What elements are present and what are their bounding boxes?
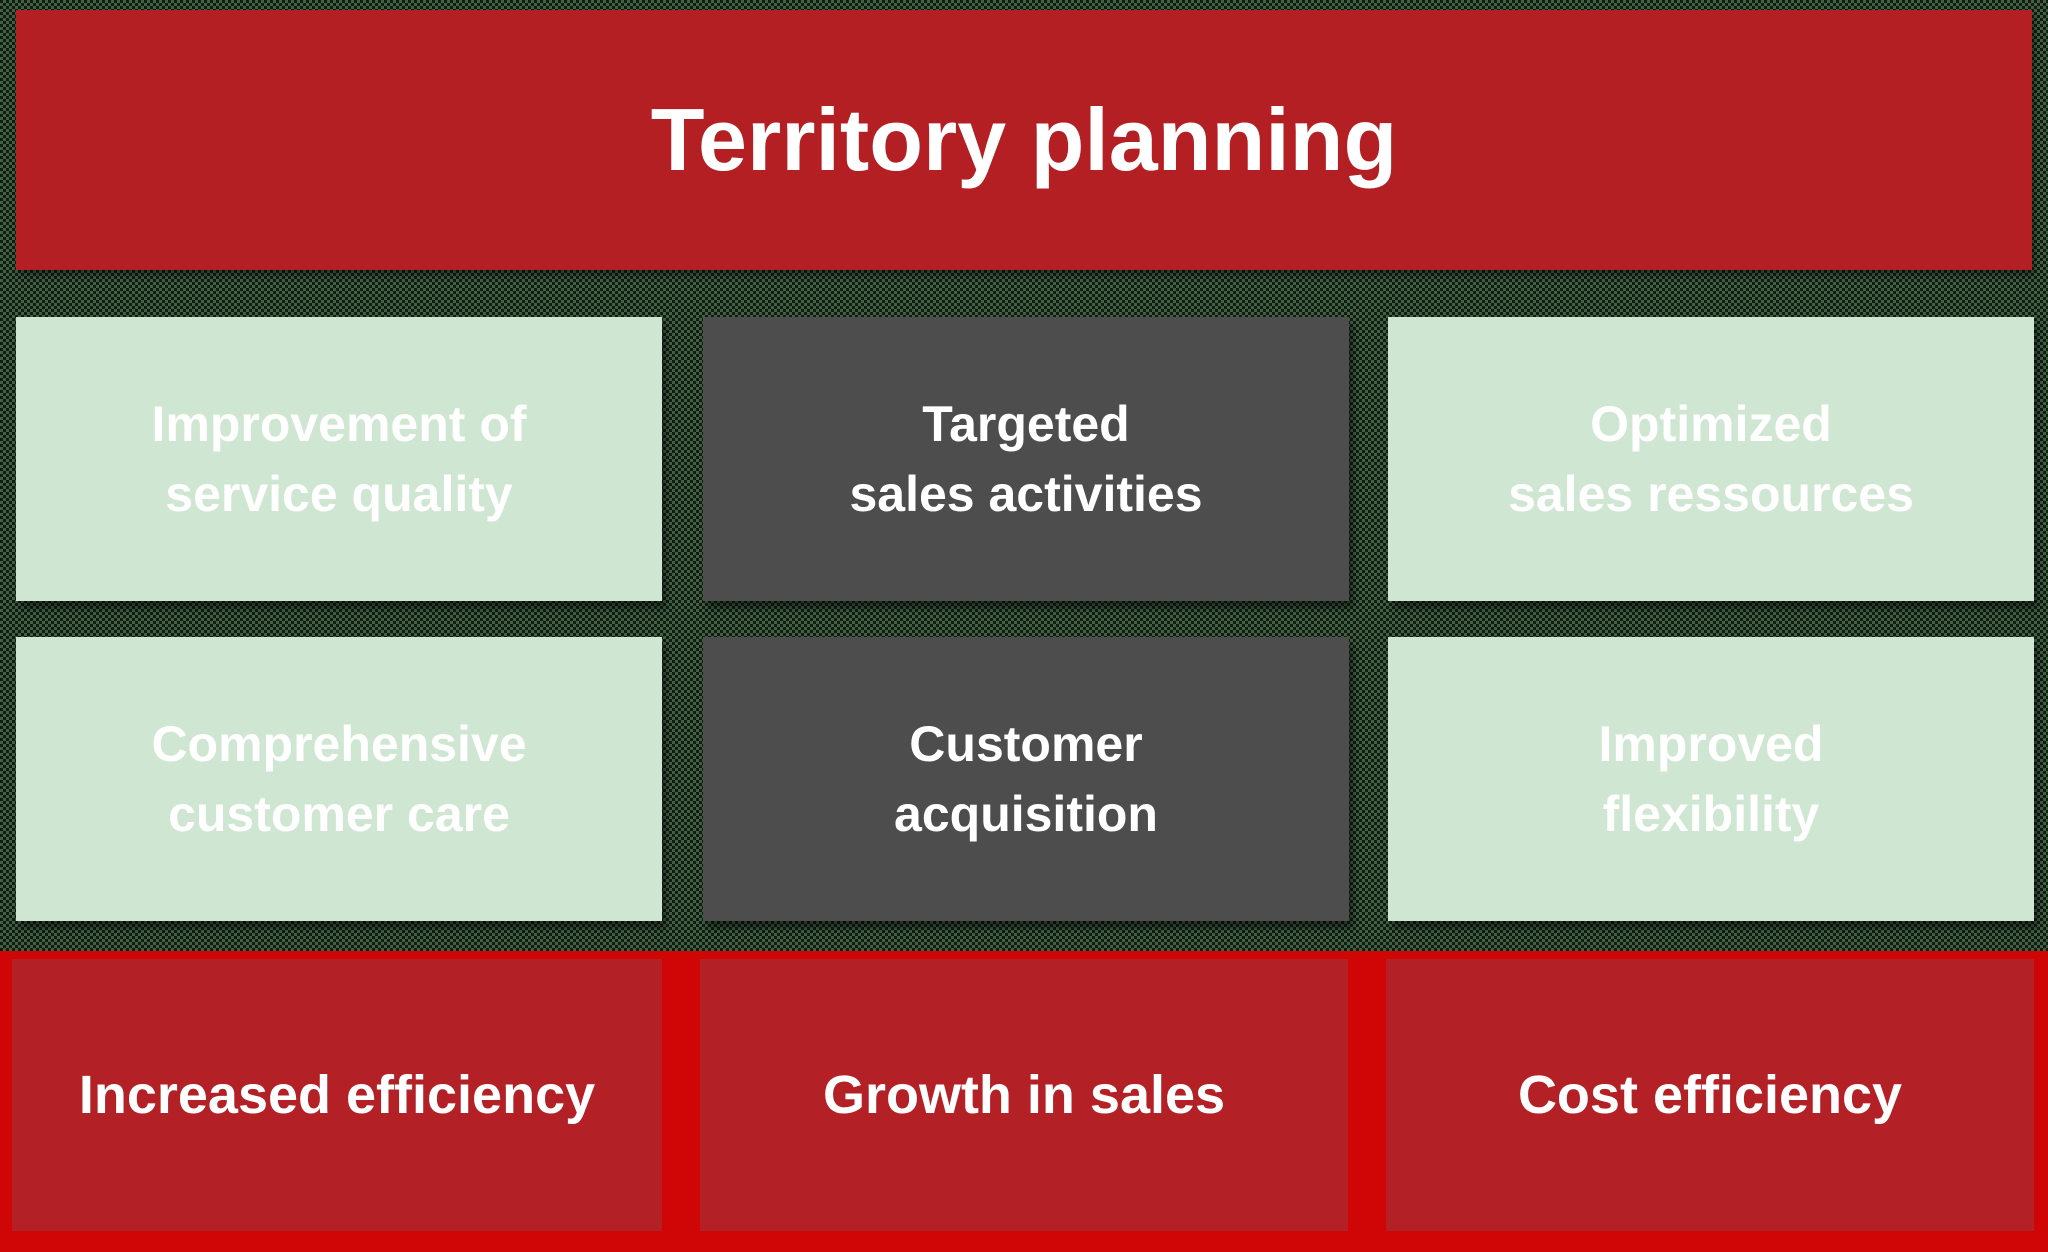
benefit-line-2: sales ressources <box>1508 466 1914 522</box>
benefit-box-comprehensive-customer-care: Comprehensive customer care <box>16 637 662 921</box>
benefit-line-2: customer care <box>168 786 510 842</box>
benefit-box-targeted-sales-activities: Targeted sales activities <box>703 317 1349 601</box>
benefit-line-2: sales activities <box>849 466 1203 522</box>
benefit-line-1: Customer <box>909 716 1143 772</box>
benefit-line-2: flexibility <box>1602 786 1820 842</box>
benefit-box-optimized-sales-ressources: Optimized sales ressources <box>1388 317 2034 601</box>
results-strip: Increased efficiency Growth in sales Cos… <box>0 951 2048 1252</box>
benefit-label: Optimized sales ressources <box>1508 389 1914 529</box>
title-banner: Territory planning <box>16 10 2032 270</box>
benefit-label: Improvement of service quality <box>151 389 526 529</box>
benefit-line-2: service quality <box>165 466 513 522</box>
benefit-label: Comprehensive customer care <box>151 709 526 849</box>
benefit-box-improved-flexibility: Improved flexibility <box>1388 637 2034 921</box>
benefit-box-customer-acquisition: Customer acquisition <box>703 637 1349 921</box>
benefit-line-1: Targeted <box>922 396 1130 452</box>
benefit-label: Improved flexibility <box>1598 709 1823 849</box>
result-label: Cost efficiency <box>1517 1065 1903 1125</box>
benefit-box-improvement-of-service-quality: Improvement of service quality <box>16 317 662 601</box>
result-label: Growth in sales <box>822 1065 1226 1125</box>
benefit-line-1: Improved <box>1598 716 1824 772</box>
benefit-line-1: Comprehensive <box>151 716 527 772</box>
benefit-line-2: acquisition <box>894 786 1158 842</box>
benefit-line-1: Optimized <box>1590 396 1832 452</box>
result-box-increased-efficiency: Increased efficiency <box>12 959 662 1231</box>
result-box-growth-in-sales: Growth in sales <box>700 959 1348 1231</box>
benefit-line-1: Improvement of <box>151 396 527 452</box>
result-box-cost-efficiency: Cost efficiency <box>1386 959 2034 1231</box>
result-label: Increased efficiency <box>78 1065 596 1125</box>
benefit-label: Customer acquisition <box>894 709 1158 849</box>
benefit-label: Targeted sales activities <box>849 389 1202 529</box>
page-title: Territory planning <box>650 90 1398 189</box>
